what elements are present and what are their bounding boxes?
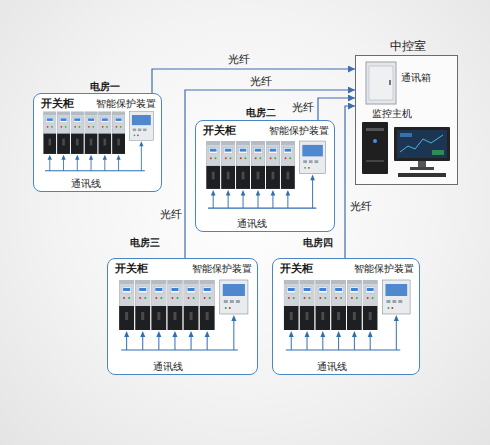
- comm-line-label: 通讯线: [153, 361, 183, 373]
- screen-block: [400, 133, 412, 137]
- monitor-screen: [397, 130, 447, 158]
- room-equipment: [43, 112, 153, 171]
- room-heading: 电房一: [90, 81, 120, 93]
- comm-cabinet: [366, 62, 396, 104]
- pc-drive: [366, 128, 384, 131]
- screen-chart: [400, 135, 443, 152]
- device-label: 智能保护装置: [269, 125, 329, 137]
- switchgear-label: 开关柜: [203, 124, 236, 137]
- room-ground: [33, 93, 162, 192]
- comm-line-label: 通讯线: [237, 218, 267, 230]
- room-heading: 电房二: [246, 107, 276, 119]
- device-label: 智能保护装置: [96, 98, 156, 110]
- comm-cabinet-door: [369, 66, 393, 100]
- fiber-label: 光纤: [292, 101, 314, 114]
- room-heading: 中控室: [390, 39, 426, 53]
- pc-tower: [362, 122, 388, 174]
- fiber-label: 光纤: [250, 75, 272, 88]
- equipment-label: 通讯箱: [401, 72, 431, 84]
- monitor-stand: [418, 161, 426, 167]
- monitor-base: [410, 167, 434, 170]
- monitor-frame: [394, 127, 450, 161]
- pc-power: [373, 139, 377, 143]
- equipment-label: 监控主机: [372, 108, 412, 120]
- room-equipment: [206, 141, 325, 208]
- fiber-label: 光纤: [160, 208, 182, 221]
- comm-line-label: 通讯线: [71, 178, 101, 190]
- power-room-box: 电房一开关柜智能保护装置通讯线: [33, 93, 162, 192]
- device-label: 智能保护装置: [192, 263, 252, 275]
- control-room-ground: [355, 55, 458, 185]
- fiber-connector: [345, 106, 355, 258]
- room-heading: 电房四: [303, 237, 333, 249]
- pc-vent: [366, 160, 384, 162]
- room-heading: 电房三: [130, 237, 160, 249]
- room-ground: [195, 120, 335, 232]
- power-room-box: 电房二开关柜智能保护装置通讯线: [195, 120, 335, 232]
- keyboard: [398, 173, 446, 177]
- power-room-box: 电房四开关柜智能保护装置通讯线: [272, 258, 420, 375]
- fiber-connector: [318, 98, 355, 120]
- fiber-label: 光纤: [350, 200, 372, 213]
- fiber-label: 光纤: [228, 53, 250, 66]
- switchgear-label: 开关柜: [115, 262, 148, 275]
- room-equipment: [284, 280, 410, 350]
- comm-line-label: 通讯线: [317, 361, 347, 373]
- room-ground: [272, 258, 420, 375]
- room-ground: [107, 258, 258, 375]
- screen-block: [432, 150, 444, 155]
- comm-cabinet-lock: [389, 80, 391, 85]
- switchgear-label: 开关柜: [41, 97, 74, 110]
- device-label: 智能保护装置: [354, 263, 414, 275]
- fiber-connector: [185, 90, 355, 258]
- switchgear-label: 开关柜: [280, 262, 313, 275]
- room-equipment: [119, 280, 248, 350]
- power-room-box: 电房三开关柜智能保护装置通讯线: [107, 258, 258, 375]
